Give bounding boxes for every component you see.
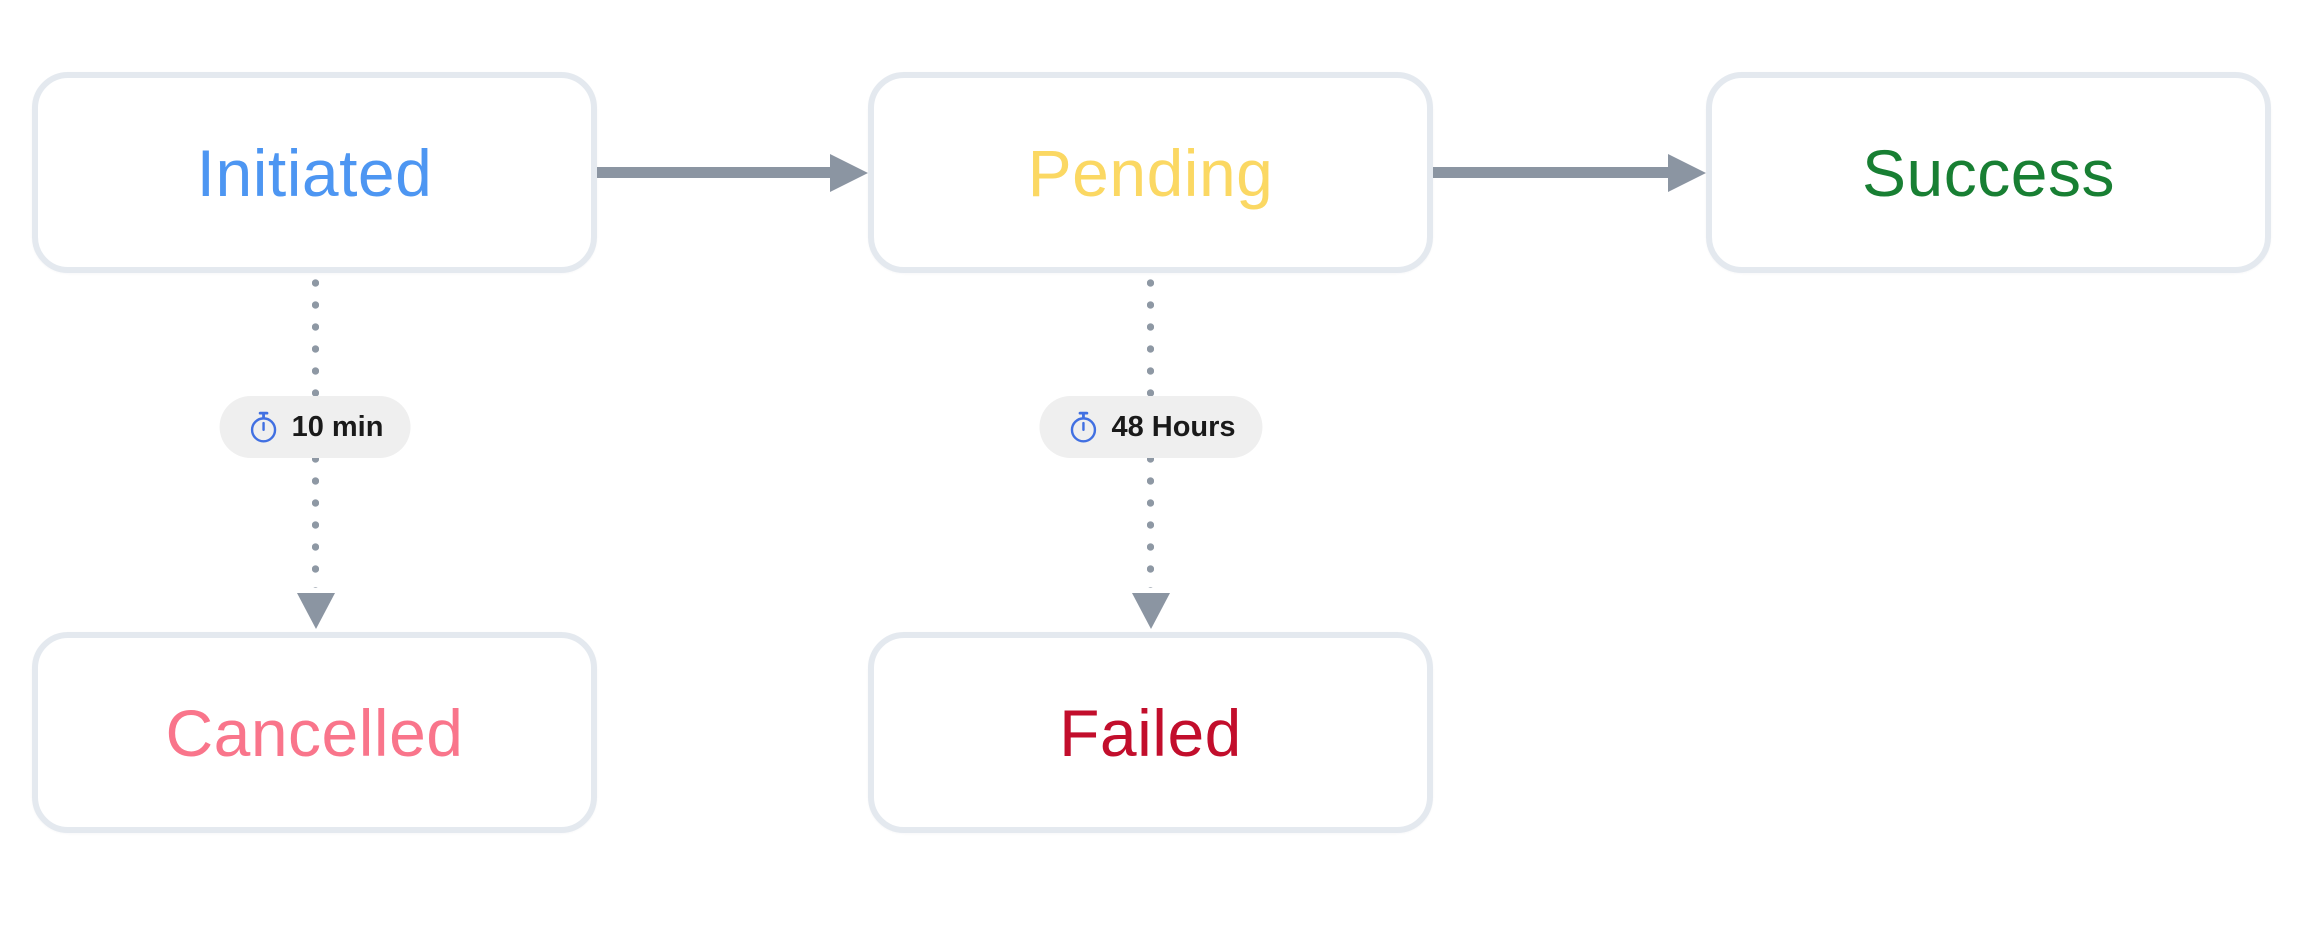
node-success[interactable]: Success bbox=[1706, 72, 2271, 273]
node-pending[interactable]: Pending bbox=[868, 72, 1433, 273]
node-failed-label: Failed bbox=[1059, 695, 1242, 770]
timer-badge-label: 48 Hours bbox=[1111, 410, 1236, 443]
node-pending-label: Pending bbox=[1027, 135, 1274, 210]
node-cancelled-label: Cancelled bbox=[165, 695, 464, 770]
stopwatch-icon bbox=[1070, 411, 1097, 443]
edge-pending-success bbox=[1433, 167, 1668, 178]
node-cancelled[interactable]: Cancelled bbox=[32, 632, 597, 833]
stopwatch-icon bbox=[250, 411, 277, 443]
arrowhead-down-icon bbox=[1131, 593, 1170, 629]
timer-badge-48-hours: 48 Hours bbox=[1039, 396, 1263, 458]
arrowhead-right-icon bbox=[1668, 153, 1706, 192]
timer-badge-label: 10 min bbox=[291, 410, 384, 443]
arrowhead-down-icon bbox=[296, 593, 335, 629]
node-initiated-label: Initiated bbox=[196, 135, 433, 210]
node-success-label: Success bbox=[1862, 135, 2115, 210]
timer-badge-10-min: 10 min bbox=[219, 396, 411, 458]
arrowhead-right-icon bbox=[830, 153, 868, 192]
edge-initiated-pending bbox=[597, 167, 830, 178]
node-failed[interactable]: Failed bbox=[868, 632, 1433, 833]
node-initiated[interactable]: Initiated bbox=[32, 72, 597, 273]
